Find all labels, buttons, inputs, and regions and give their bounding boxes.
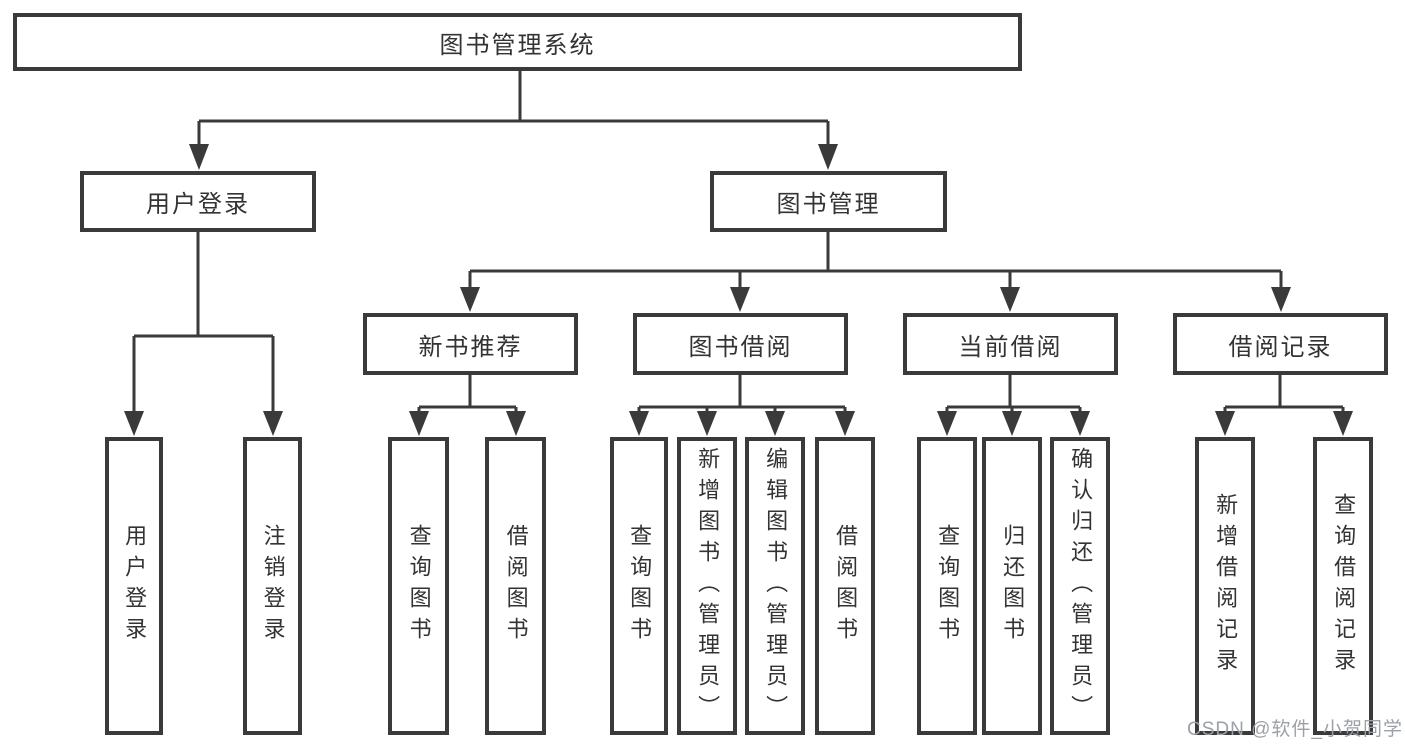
leaf-confirm-return-admin: 确认归还（管理员） <box>1050 437 1110 735</box>
leaf-add-book-admin: 新增图书（管理员） <box>677 437 737 735</box>
node-label: 借阅图书 <box>833 524 859 648</box>
node-label: 确认归还（管理员） <box>1068 446 1094 726</box>
leaf-borrow-books-recommend: 借阅图书 <box>485 437 546 735</box>
leaf-return-book: 归还图书 <box>982 437 1042 735</box>
leaf-add-borrow-record: 新增借阅记录 <box>1195 437 1255 735</box>
node-label: 注销登录 <box>260 524 286 648</box>
node-label: 图书管理系统 <box>439 31 596 59</box>
node-label: 用户登录 <box>146 191 250 218</box>
node-label: 新增借阅记录 <box>1213 493 1239 679</box>
node-label: 查询图书 <box>935 524 961 648</box>
leaf-edit-book-admin: 编辑图书（管理员） <box>745 437 805 735</box>
node-new-book-recommendation: 新书推荐 <box>363 313 578 375</box>
leaf-borrow-books: 借阅图书 <box>815 437 875 735</box>
node-borrowing-records: 借阅记录 <box>1173 313 1388 375</box>
leaf-query-books-recommend: 查询图书 <box>388 437 449 735</box>
node-label: 查询图书 <box>627 524 653 648</box>
node-label: 图书管理 <box>776 191 881 218</box>
node-label: 新增图书（管理员） <box>695 446 721 726</box>
node-book-borrowing: 图书借阅 <box>633 313 848 375</box>
node-label: 用户登录 <box>122 524 148 648</box>
node-label: 查询借阅记录 <box>1331 493 1357 679</box>
leaf-query-books-current: 查询图书 <box>917 437 977 735</box>
node-library-management-system: 图书管理系统 <box>13 13 1022 71</box>
node-label: 查询图书 <box>406 524 432 648</box>
node-label: 当前借阅 <box>958 333 1063 361</box>
node-label: 图书借阅 <box>688 333 793 361</box>
node-book-management: 图书管理 <box>710 171 947 232</box>
leaf-user-login: 用户登录 <box>105 437 163 735</box>
csdn-watermark: CSDN @软件_小贺同学 <box>1187 719 1403 740</box>
leaf-query-borrow-record: 查询借阅记录 <box>1313 437 1373 735</box>
node-label: 新书推荐 <box>418 333 523 361</box>
node-label: 归还图书 <box>1000 524 1026 648</box>
node-user-login: 用户登录 <box>80 171 316 232</box>
node-label: 借阅记录 <box>1228 333 1333 361</box>
node-label: 借阅图书 <box>503 524 529 648</box>
node-label: 编辑图书（管理员） <box>763 446 789 726</box>
leaf-query-books-borrow: 查询图书 <box>610 437 668 735</box>
leaf-logout: 注销登录 <box>243 437 302 735</box>
node-current-borrowing: 当前借阅 <box>903 313 1118 375</box>
